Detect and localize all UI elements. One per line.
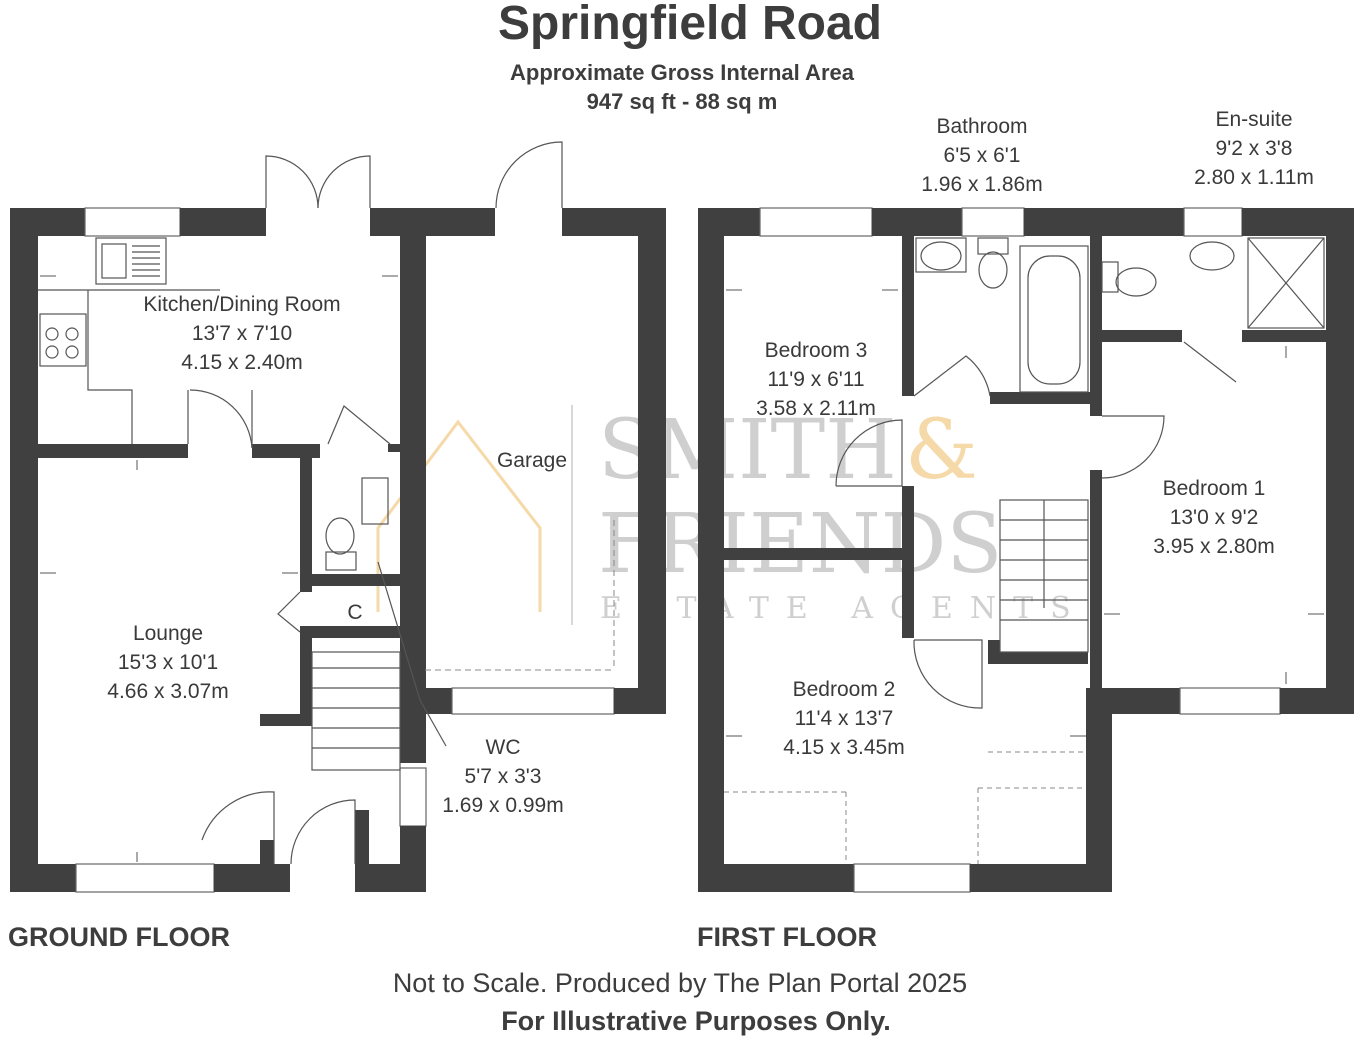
ground-floor-fixtures (38, 141, 615, 865)
room-imperial: 11'4 x 13'7 (794, 707, 894, 730)
room-imperial: 6'5 x 6'1 (943, 144, 1021, 167)
room-label-en-suite: En-suite 9'2 x 3'8 2.80 x 1.11m (1176, 105, 1332, 192)
room-name: Lounge (132, 622, 204, 645)
room-label-garage: Garage (470, 446, 594, 475)
watermark-ampersand: & (905, 403, 978, 498)
area-subtitle-line2: 947 sq ft - 88 sq m (586, 89, 778, 114)
room-name: Garage (496, 449, 568, 472)
room-label-wc: WC 5'7 x 3'3 1.69 x 0.99m (430, 733, 576, 820)
room-metric: 2.80 x 1.11m (1194, 166, 1314, 189)
lounge-window (75, 863, 215, 893)
room-metric: 4.66 x 3.07m (107, 680, 229, 703)
watermark-house-outline (376, 419, 542, 612)
footer-disclaimer: Not to Scale. Produced by The Plan Porta… (392, 968, 968, 998)
room-name: Kitchen/Dining Room (143, 293, 341, 316)
room-imperial: 15'3 x 10'1 (117, 651, 219, 674)
first-floor-fixtures (724, 237, 1325, 864)
room-name: Bathroom (936, 115, 1028, 138)
room-name: Bedroom 2 (792, 678, 896, 701)
room-label-bedroom-3: Bedroom 3 11'9 x 6'11 3.58 x 2.11m (734, 336, 898, 423)
room-metric: 3.95 x 2.80m (1153, 535, 1275, 558)
room-imperial: 13'7 x 7'10 (191, 322, 293, 345)
first-floor-label: FIRST FLOOR (697, 922, 877, 952)
room-imperial: 11'9 x 6'11 (767, 368, 865, 391)
room-name: Bedroom 3 (764, 339, 868, 362)
footer-illustrative: For Illustrative Purposes Only. (501, 1006, 891, 1036)
first-floor-walls (698, 207, 1354, 893)
watermark-estate-agents: ESTATE AGENTS (600, 591, 1088, 626)
room-metric: 1.96 x 1.86m (921, 173, 1043, 196)
room-name: En-suite (1215, 108, 1293, 131)
room-name: WC (485, 736, 521, 759)
room-name: C (347, 601, 363, 624)
room-name: Bedroom 1 (1162, 477, 1266, 500)
room-label-bedroom-2: Bedroom 2 11'4 x 13'7 4.15 x 3.45m (760, 675, 928, 762)
area-subtitle-line1: Approximate Gross Internal Area (510, 60, 854, 85)
room-metric: 4.15 x 2.40m (181, 351, 303, 374)
room-metric: 1.69 x 0.99m (442, 794, 564, 817)
room-imperial: 5'7 x 3'3 (464, 765, 542, 788)
watermark-logo: SMITH & FRIENDS ESTATE AGENTS (376, 403, 1088, 626)
room-imperial: 13'0 x 9'2 (1169, 506, 1259, 529)
room-imperial: 9'2 x 3'8 (1215, 137, 1293, 160)
kitchen-window (84, 207, 181, 237)
area-subtitle: Approximate Gross Internal Area 947 sq f… (0, 58, 1360, 116)
room-label-lounge: Lounge 15'3 x 10'1 4.66 x 3.07m (70, 619, 266, 706)
page-title: Springfield Road (498, 0, 882, 50)
room-label-bedroom-1: Bedroom 1 13'0 x 9'2 3.95 x 2.80m (1128, 474, 1300, 561)
room-metric: 4.15 x 3.45m (783, 736, 905, 759)
room-metric: 3.58 x 2.11m (756, 397, 876, 420)
room-label-kitchen-dining: Kitchen/Dining Room 13'7 x 7'10 4.15 x 2… (110, 290, 374, 377)
room-label-cupboard: C (340, 598, 370, 627)
ground-floor-walls (10, 207, 666, 893)
dimension-arrows (40, 275, 1324, 862)
ground-floor-label: GROUND FLOOR (8, 922, 230, 952)
room-label-bathroom: Bathroom 6'5 x 6'1 1.96 x 1.86m (900, 112, 1064, 199)
